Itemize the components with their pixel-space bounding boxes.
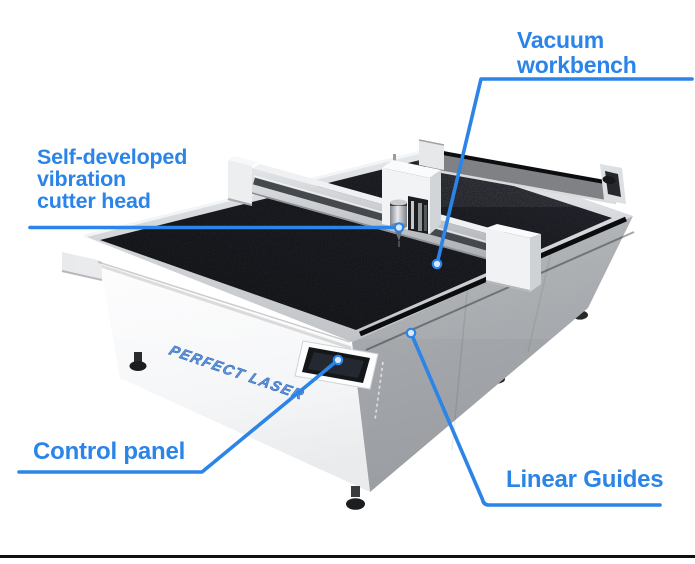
cabinet-right-face [352, 216, 633, 492]
rail-left-endcap [418, 139, 445, 170]
leader-lines [17, 77, 694, 507]
annotation-line: vibration [37, 167, 126, 191]
beam-left-endcap [227, 156, 258, 206]
annotation-vacuum-workbench: Vacuum workbench [517, 28, 637, 77]
leader-dot-cutter-head [393, 222, 405, 233]
left-step [61, 252, 103, 281]
annotation-line: Self-developed [37, 145, 188, 169]
cabinet-front-face [100, 263, 370, 492]
leader-linear-guides [409, 331, 662, 507]
rail-right-endcap [600, 164, 626, 204]
annotation-control-panel: Control panel [33, 439, 185, 464]
leader-dot-control-panel [332, 354, 344, 366]
leader-vacuum-workbench [435, 77, 694, 266]
annotation-line: cutter head [37, 189, 151, 213]
annotation-line: Vacuum [517, 27, 605, 53]
leader-control-panel [17, 358, 340, 474]
annotation-linear-guides: Linear Guides [506, 466, 664, 493]
annotation-line: Linear Guides [506, 466, 664, 493]
machine-foot-near [129, 352, 365, 510]
annotation-line: Control panel [33, 438, 186, 465]
leader-dots [332, 222, 443, 366]
leader-dot-linear-guides [405, 327, 417, 339]
machine-base [61, 216, 633, 510]
annotation-line: workbench [517, 51, 637, 78]
vacuum-workbench-surface [83, 146, 633, 343]
beam-right-carriage [485, 224, 541, 292]
leader-dot-vacuum-workbench [431, 258, 443, 270]
far-side-rail [418, 139, 626, 205]
annotation-cutter-head: Self-developed vibration cutter head [37, 146, 187, 212]
bottom-divider [0, 555, 695, 558]
